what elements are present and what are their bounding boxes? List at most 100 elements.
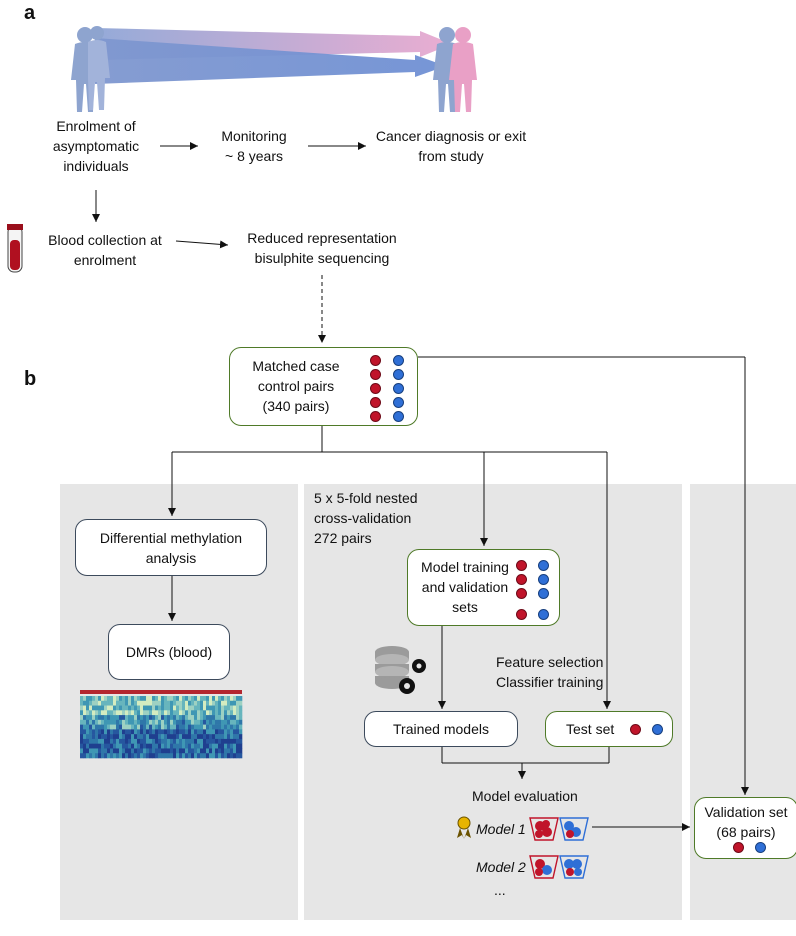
heatmap-cell [173,729,177,735]
heatmap-cell [230,724,234,730]
heatmap-cell [215,696,219,702]
heatmap-cell [236,724,240,730]
heatmap-cell [203,734,207,740]
heatmap-cell [215,734,219,740]
heatmap-cell [89,729,93,735]
case-dot [370,355,381,366]
heatmap-cell [149,696,153,702]
heatmap-cell [128,696,132,702]
heatmap-cell [167,743,171,749]
heatmap-cell [161,743,165,749]
heatmap-cell [173,753,177,759]
heatmap-cell [221,710,225,716]
heatmap-cell [140,743,144,749]
heatmap-cell [236,719,240,725]
heatmap-cell [179,715,183,721]
heatmap-cell [230,738,234,744]
heatmap-cell [83,700,87,706]
test-set-label: Test set [566,721,615,737]
heatmap-cell [113,715,117,721]
trained-models-box: Trained models [364,711,518,747]
heatmap-cell [116,719,120,725]
heatmap-cell [119,748,123,754]
heatmap-cell [188,705,192,711]
heatmap-cell [152,696,156,702]
heatmap-cell [197,738,201,744]
heatmap-cell [191,748,195,754]
heatmap-cell [185,715,189,721]
heatmap-cell [206,700,210,706]
heatmap-cell [89,724,93,730]
heatmap-cell [95,743,99,749]
heatmap-cell [149,705,153,711]
heatmap-cell [143,743,147,749]
heatmap-cell [128,729,132,735]
heatmap-cell [122,729,126,735]
heatmap-cell [224,724,228,730]
heatmap-cell [185,748,189,754]
heatmap-cell [89,738,93,744]
heatmap-cell [149,738,153,744]
heatmap-cell [176,748,180,754]
heatmap-cell [122,738,126,744]
heatmap-cell [227,724,231,730]
heatmap-cell [173,700,177,706]
heatmap-cell [119,705,123,711]
case-dot [733,842,744,853]
heatmap-cell [131,748,135,754]
heatmap-cell [194,734,198,740]
heatmap-cell [101,719,105,725]
control-dot [393,383,404,394]
heatmap-cell [209,729,213,735]
heatmap-cell [167,719,171,725]
heatmap-cell [179,743,183,749]
heatmap-cell [122,743,126,749]
heatmap-cell [167,705,171,711]
heatmap-cell [104,743,108,749]
heatmap-cell [197,696,201,702]
heatmap-cell [221,700,225,706]
heatmap-cell [167,748,171,754]
heatmap-cell [218,710,222,716]
heatmap-cell [101,729,105,735]
heatmap-cell [161,753,165,759]
control-dot [393,397,404,408]
heatmap-cell [110,729,114,735]
heatmap-cell [224,705,228,711]
heatmap-cell [158,743,162,749]
heatmap-cell [209,700,213,706]
heatmap-cell [86,753,90,759]
heatmap-cell [227,753,231,759]
heatmap-cell [203,719,207,725]
heatmap-cell [107,753,111,759]
heatmap-cell [137,715,141,721]
heatmap-cell [86,734,90,740]
heatmap-cell [176,696,180,702]
heatmap-cell [134,710,138,716]
heatmap-cell [233,743,237,749]
heatmap-cell [218,753,222,759]
dmrs-box: DMRs (blood) [108,624,230,680]
heatmap-cell [221,753,225,759]
heatmap-cell [215,748,219,754]
heatmap-cell [125,724,129,730]
heatmap-cell [194,743,198,749]
heatmap-cell [212,719,216,725]
heatmap-cell [152,734,156,740]
heatmap-cell [104,710,108,716]
case-dot [516,588,527,599]
heatmap-cell [140,700,144,706]
control-dot [755,842,766,853]
heatmap-cell [110,710,114,716]
heatmap-cell [233,753,237,759]
heatmap-cell [116,753,120,759]
heatmap-cell [161,724,165,730]
heatmap-cell [104,696,108,702]
heatmap-cell [230,748,234,754]
heatmap-cell [152,700,156,706]
heatmap-cell [206,719,210,725]
heatmap-cell [104,724,108,730]
heatmap-cell [89,719,93,725]
heatmap-cell [218,734,222,740]
